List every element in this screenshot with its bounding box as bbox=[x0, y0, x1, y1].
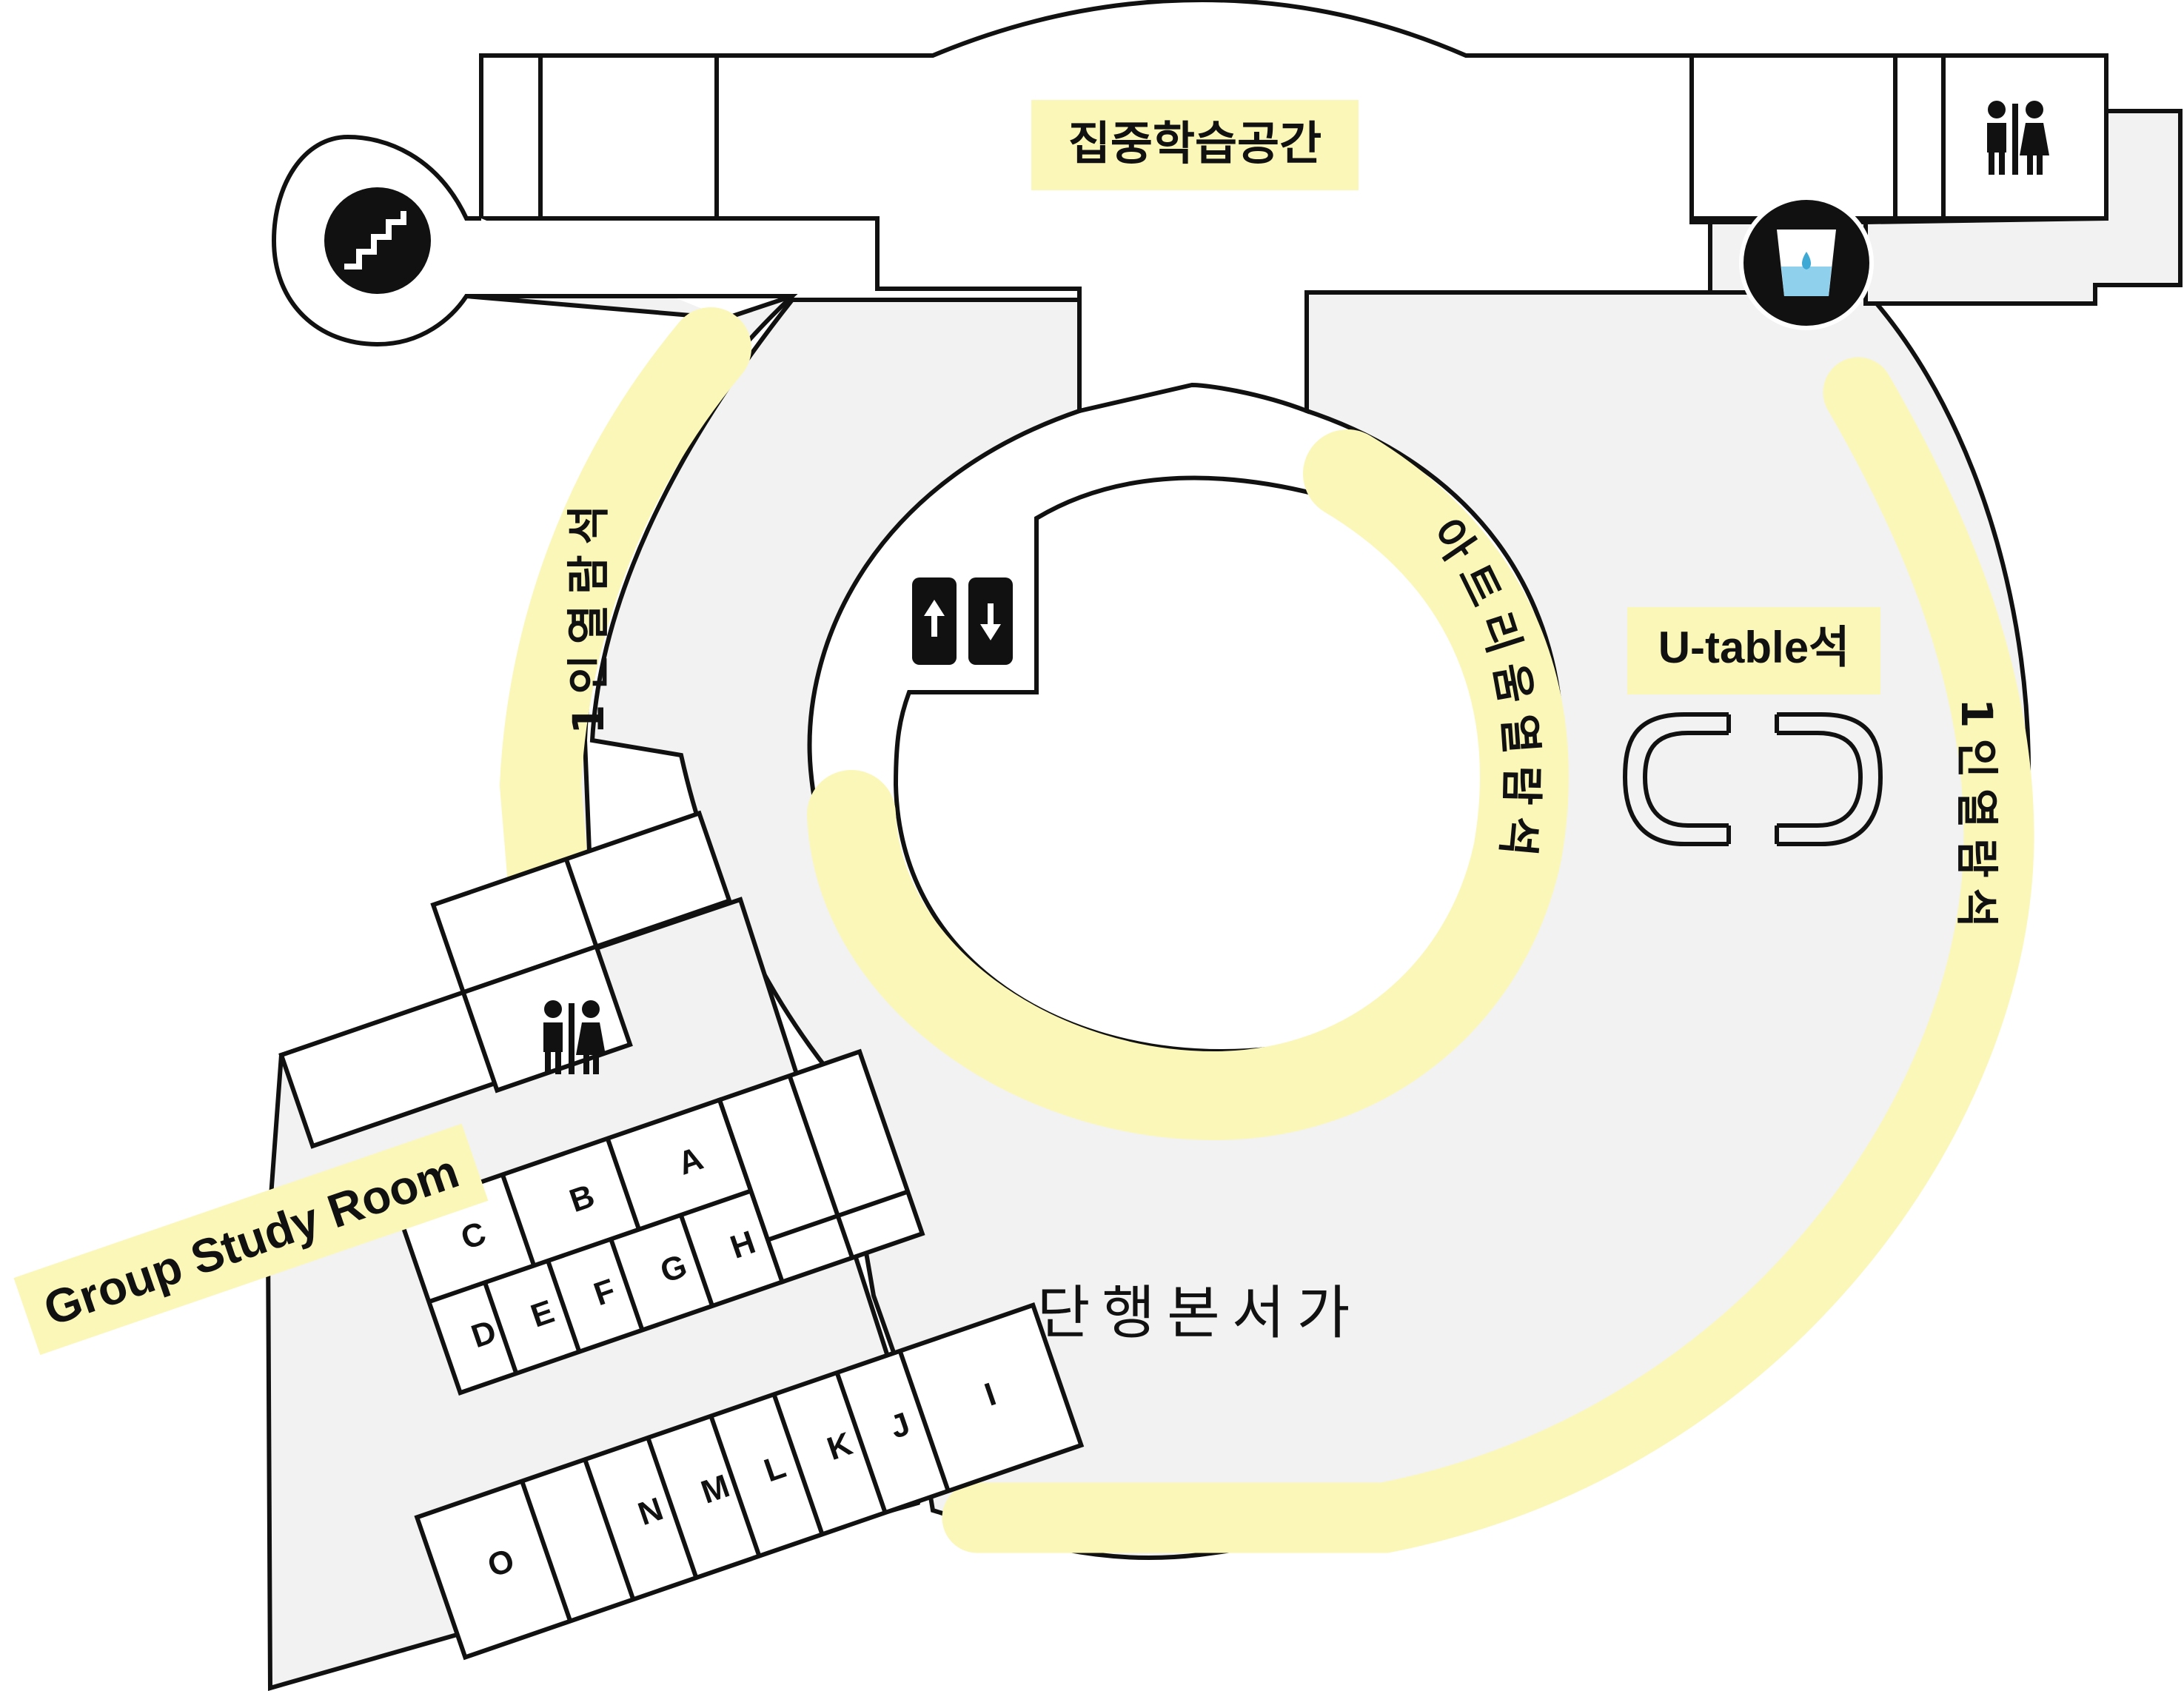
restroom-icon-left bbox=[543, 1000, 606, 1074]
highlight-right-single-seats bbox=[942, 357, 2034, 1553]
water-cup-icon bbox=[1739, 195, 1874, 330]
single-seats-right-label: 1인열람석 bbox=[1952, 698, 2002, 938]
single-seats-left-label: 1인열람석 bbox=[563, 495, 614, 734]
restroom-icon-top bbox=[1987, 101, 2049, 175]
u-table-icon bbox=[1622, 712, 1883, 846]
group-study-block: A B C D E F G H I J K L M N O bbox=[278, 810, 1085, 1661]
highlight-left-single-seats bbox=[499, 307, 751, 914]
stacks-label: 단행본서가 bbox=[1037, 1280, 1362, 1347]
u-table-label: U-table석 bbox=[1658, 623, 1850, 672]
focus-study-room bbox=[479, 0, 1712, 415]
elevator-icon bbox=[912, 577, 1013, 665]
stairs-area bbox=[271, 134, 793, 347]
highlight-atrium-seats bbox=[807, 429, 1569, 1141]
focus-study-label: 집중학습공간 bbox=[1068, 116, 1322, 170]
right-annex bbox=[1863, 109, 2183, 306]
stairs-icon bbox=[324, 187, 431, 294]
